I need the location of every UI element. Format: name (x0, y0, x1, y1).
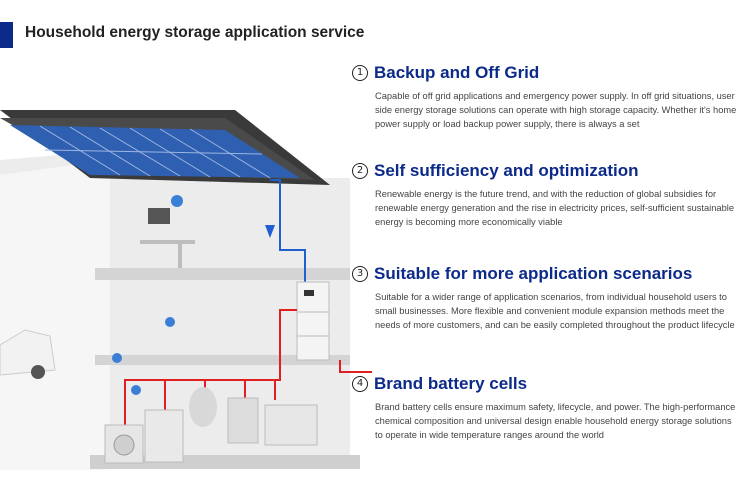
feature-title: Self sufficiency and optimization (374, 161, 639, 180)
feature-number: 1 (352, 65, 368, 81)
feature-description: Brand battery cells ensure maximum safet… (375, 402, 736, 440)
appliance (227, 397, 259, 444)
title-accent-bar (0, 22, 13, 48)
feature-item: 2 Self sufficiency and optimization Rene… (352, 161, 742, 229)
battery-storage-unit (296, 281, 330, 361)
wifi-icon (131, 385, 141, 395)
monitor-icon (148, 208, 170, 224)
floor-slab (95, 268, 350, 280)
house-energy-illustration (0, 110, 372, 470)
feature-number: 3 (352, 266, 368, 282)
arrow-down-icon (265, 225, 275, 238)
wifi-icon (171, 195, 183, 207)
feature-description: Suitable for a wider range of applicatio… (375, 292, 735, 330)
solar-panel-array (10, 125, 300, 179)
feature-item: 1 Backup and Off Grid Capable of off gri… (352, 63, 742, 131)
feature-title: Backup and Off Grid (374, 63, 540, 82)
solar-panel-icon (10, 125, 300, 178)
electric-car (0, 329, 56, 376)
dc-cable (270, 179, 306, 285)
feature-description: Renewable energy is the future trend, an… (375, 189, 734, 227)
appliance (264, 404, 318, 446)
floor-slab (95, 355, 350, 365)
feature-item: 3 Suitable for more application scenario… (352, 264, 742, 332)
feature-title: Brand battery cells (374, 374, 528, 393)
wifi-icon (165, 317, 175, 327)
feature-item: 4 Brand battery cells Brand battery cell… (352, 374, 742, 442)
wifi-icon (112, 353, 122, 363)
feature-description: Capable of off grid applications and eme… (375, 91, 737, 129)
feature-title: Suitable for more application scenarios (374, 264, 693, 283)
feature-number: 2 (352, 163, 368, 179)
water-heater (189, 387, 217, 427)
cabinet (144, 409, 184, 463)
feature-number: 4 (352, 376, 368, 392)
page-title: Household energy storage application ser… (25, 24, 365, 41)
